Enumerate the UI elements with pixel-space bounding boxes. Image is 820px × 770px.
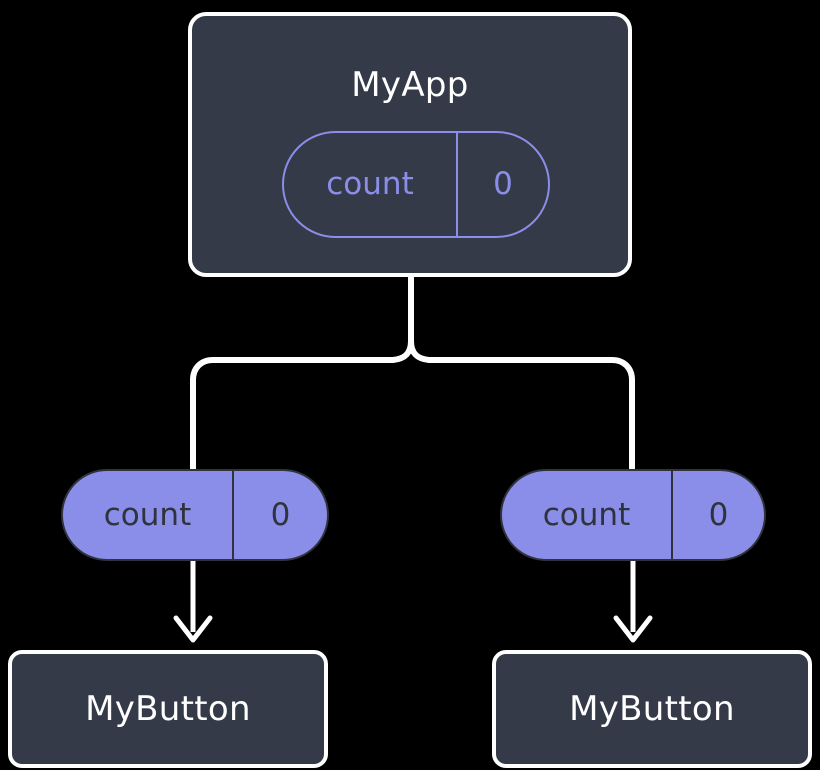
child-component-mybutton-right[interactable]: MyButton <box>492 650 812 768</box>
prop-pill-value-right: 0 <box>708 496 729 533</box>
root-component-myapp[interactable]: MyApp count 0 <box>188 12 632 277</box>
root-component-label: MyApp <box>351 65 469 105</box>
prop-pill-value-left: 0 <box>270 496 291 533</box>
prop-flow-arrow-left <box>173 561 213 643</box>
parent-to-children-branch-right <box>408 338 635 473</box>
child-component-mybutton-left[interactable]: MyButton <box>8 650 328 768</box>
prop-pill-count-right[interactable]: count 0 <box>500 469 766 561</box>
state-pill-count[interactable]: count 0 <box>282 131 550 238</box>
parent-to-children-branch <box>190 274 414 473</box>
child-component-label-left: MyButton <box>85 689 251 729</box>
prop-pill-key-left: count <box>63 471 234 559</box>
prop-pill-key-right: count <box>502 471 673 559</box>
prop-pill-count-left[interactable]: count 0 <box>61 469 329 561</box>
prop-flow-arrow-right <box>613 561 653 643</box>
state-pill-value: 0 <box>493 166 513 202</box>
child-component-label-right: MyButton <box>569 689 735 729</box>
state-pill-key: count <box>284 133 458 236</box>
